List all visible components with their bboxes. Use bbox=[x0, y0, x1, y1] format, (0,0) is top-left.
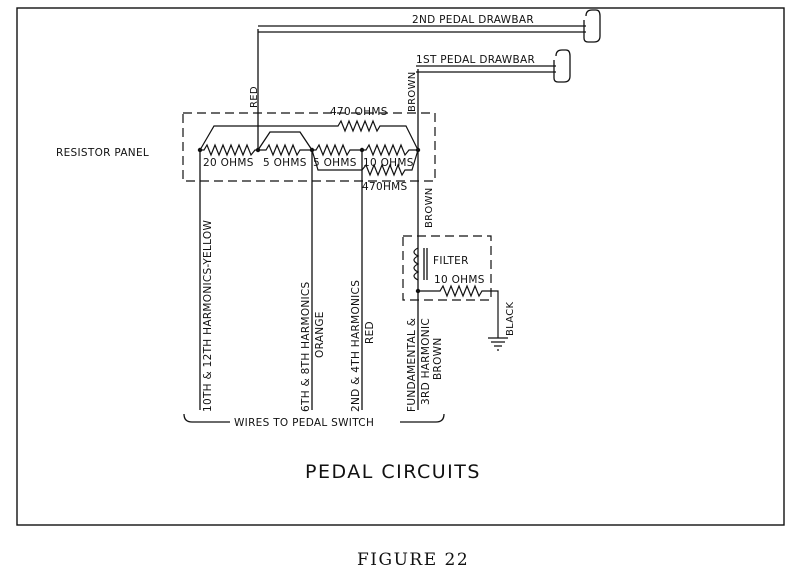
pedal-switch-bracket bbox=[183, 413, 445, 423]
pedal-wire-label-4a: FUNDAMENTAL & bbox=[406, 318, 418, 412]
brown-wire-top-label: BROWN bbox=[407, 71, 418, 112]
chain-label-20: 20 OHMS bbox=[203, 157, 254, 169]
chain-label-10: 10 OHMS bbox=[363, 157, 414, 169]
diagram-title: PEDAL CIRCUITS bbox=[305, 461, 481, 483]
second-drawbar-plug bbox=[258, 9, 601, 43]
bottom-470-resistor bbox=[311, 149, 419, 177]
chain-upper-loop bbox=[257, 131, 313, 151]
ground-symbol bbox=[488, 337, 508, 351]
resistor-panel-label: RESISTOR PANEL bbox=[56, 147, 149, 159]
filter-label: FILTER bbox=[433, 255, 469, 267]
filter-node bbox=[415, 288, 421, 294]
pedal-wire-label-4c: BROWN bbox=[432, 337, 444, 380]
figure-caption: FIGURE 22 bbox=[357, 550, 469, 570]
first-drawbar-plug bbox=[416, 49, 571, 83]
pedal-wire-label-3a: 2ND & 4TH HARMONICS bbox=[350, 280, 362, 412]
pedal-wire-label-2b: ORANGE bbox=[314, 311, 326, 358]
top-470-resistor bbox=[199, 119, 419, 151]
pedal-wire-label-3b: RED bbox=[364, 321, 376, 344]
top-470-label: 470 OHMS bbox=[330, 106, 388, 118]
bracket-label: WIRES TO PEDAL SWITCH bbox=[234, 417, 374, 429]
brown-wire-mid-label: BROWN bbox=[424, 187, 435, 228]
chain-label-5a: 5 OHMS bbox=[263, 157, 307, 169]
red-wire-top-label: RED bbox=[249, 86, 260, 108]
resistor-chain bbox=[200, 143, 418, 157]
filter-coil bbox=[413, 247, 420, 281]
chain-label-5b: 5 OHMS bbox=[313, 157, 357, 169]
filter-resistor-label: 10 OHMS bbox=[434, 274, 485, 286]
first-drawbar-label: 1ST PEDAL DRAWBAR bbox=[416, 54, 535, 66]
pedal-wire-label-4b: 3RD HARMONIC bbox=[420, 318, 432, 405]
second-drawbar-label: 2ND PEDAL DRAWBAR bbox=[412, 14, 534, 26]
filter-box bbox=[402, 235, 492, 301]
black-wire-label: BLACK bbox=[505, 301, 516, 336]
pedal-wire-label-2a: 6TH & 8TH HARMONICS bbox=[300, 281, 312, 412]
pedal-wire-label-1: 10TH & 12TH HARMONICS-YELLOW bbox=[202, 220, 214, 412]
diagram-frame bbox=[16, 7, 785, 526]
filter-core bbox=[423, 248, 428, 280]
resistor-panel-box bbox=[182, 112, 436, 182]
bottom-470-label: 470HMS bbox=[362, 181, 407, 193]
filter-resistor bbox=[418, 284, 499, 338]
node-258 bbox=[255, 147, 261, 153]
